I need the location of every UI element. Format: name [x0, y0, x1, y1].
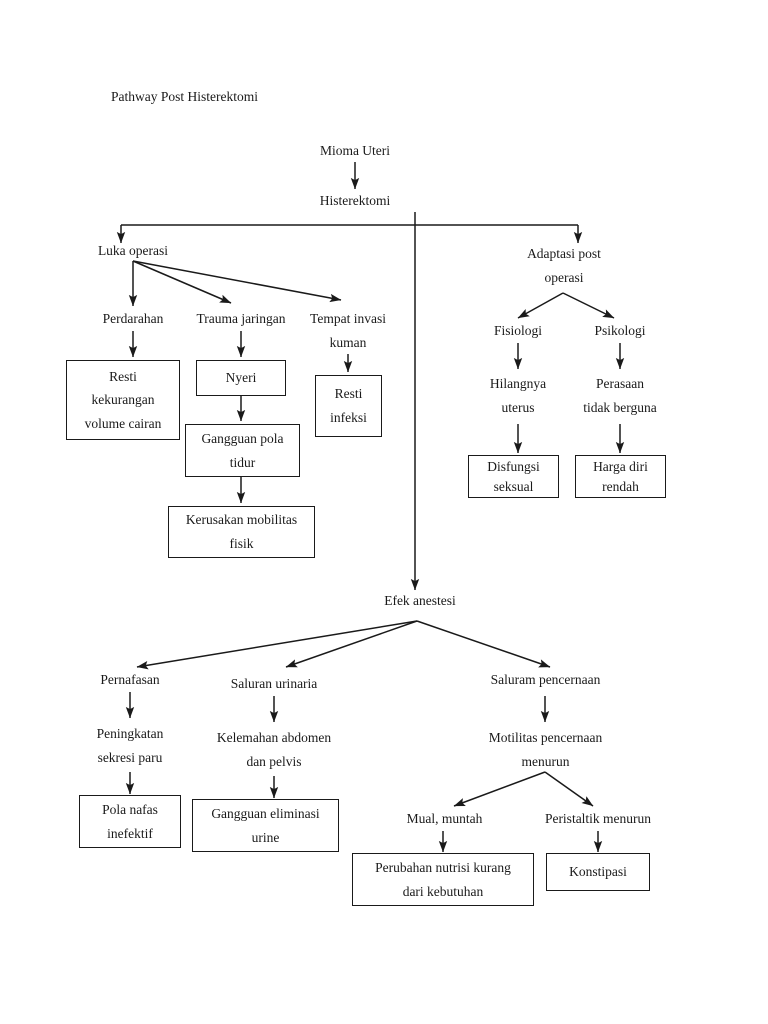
node-luka-operasi: Luka operasi [78, 240, 188, 262]
node-kelemahan-abdomen-dan-pelvis: Kelemahan abdomen dan pelvis [199, 724, 349, 776]
node-label: fisik [229, 536, 254, 551]
node-pola-nafas-inefektif: Pola nafas inefektif [79, 795, 181, 848]
node-label: Kelemahan abdomen [216, 730, 332, 746]
node-label: Histerektomi [319, 193, 391, 209]
node-konstipasi: Konstipasi [546, 853, 650, 891]
node-psikologi: Psikologi [575, 320, 665, 342]
node-perdarahan: Perdarahan [83, 308, 183, 330]
edge-motilitas-mual [453, 771, 546, 807]
node-label: Saluram pencernaan [490, 672, 601, 688]
node-disfungsi-seksual: Disfungsi seksual [468, 455, 559, 498]
node-label: Mioma Uteri [319, 143, 391, 159]
node-label: Perdarahan [102, 311, 164, 327]
node-label: inefektif [107, 825, 153, 841]
node-pernafasan: Pernafasan [80, 669, 180, 691]
node-label: rendah [602, 478, 639, 494]
node-adaptasi-post-operasi: Adaptasi post operasi [508, 240, 620, 292]
node-label: Fisiologi [493, 323, 542, 339]
node-label: Gangguan eliminasi [211, 805, 320, 821]
node-label: Psikologi [594, 323, 646, 339]
node-label: Adaptasi post [527, 246, 601, 262]
edge-efek-pencernaan [416, 620, 551, 668]
node-resti-infeksi: Resti infeksi [315, 375, 382, 437]
node-histerektomi: Histerektomi [300, 190, 410, 212]
node-label: Mual, muntah [406, 811, 483, 827]
node-label: Trauma jaringan [196, 311, 286, 327]
node-label: Efek anestesi [384, 593, 456, 609]
node-harga-diri-rendah: Harga diri rendah [575, 455, 666, 498]
node-label: Peningkatan [96, 726, 164, 742]
node-resti-kekurangan-volume-cairan: Resti kekurangan volume cairan [66, 360, 180, 440]
node-label: Kerusakan mobilitas [185, 512, 298, 528]
node-label: uterus [501, 400, 535, 415]
node-trauma-jaringan: Trauma jaringan [183, 308, 299, 330]
node-label: sekresi paru [97, 750, 163, 765]
node-label: menurun [521, 754, 570, 769]
node-label: Luka operasi [97, 243, 169, 259]
node-label: Resti [109, 368, 137, 384]
node-hilangnya-uterus: Hilangnya uterus [468, 370, 568, 422]
node-label: Disfungsi [487, 459, 540, 475]
node-saluran-urinaria: Saluran urinaria [212, 673, 336, 695]
node-label: Pernafasan [100, 672, 160, 688]
node-label: kekurangan [91, 392, 155, 408]
node-label: Gangguan pola [201, 430, 284, 446]
edge-adaptasi-fisiologi [517, 292, 564, 319]
node-perubahan-nutrisi-kurang-dari-kebutuhan: Perubahan nutrisi kurang dari kebutuhan [352, 853, 534, 906]
edge-adaptasi-psikologi [562, 292, 615, 319]
edge-luka-trauma [132, 260, 232, 304]
node-label: Resti [334, 386, 363, 402]
node-label: kuman [329, 335, 367, 350]
node-label: dari kebutuhan [402, 883, 484, 899]
edge-motilitas-peristaltik [544, 771, 594, 807]
node-mual-muntah: Mual, muntah [393, 808, 496, 830]
node-label: infeksi [330, 410, 367, 425]
node-peristaltik-menurun: Peristaltik menurun [527, 808, 669, 830]
node-label: dan pelvis [246, 754, 302, 769]
page-title: Pathway Post Histerektomi [111, 89, 258, 104]
node-label: Motilitas pencernaan [488, 730, 603, 746]
node-label: Perasaan [596, 376, 644, 392]
node-label: Hilangnya [489, 376, 547, 392]
node-kerusakan-mobilitas-fisik: Kerusakan mobilitas fisik [168, 506, 315, 558]
node-label: Peristaltik menurun [544, 811, 652, 827]
node-gangguan-eliminasi-urine: Gangguan eliminasi urine [192, 799, 339, 852]
node-label: urine [251, 829, 280, 845]
node-efek-anestesi: Efek anestesi [368, 590, 472, 612]
node-saluram-pencernaan: Saluram pencernaan [473, 669, 618, 691]
node-label: Tempat invasi [310, 311, 386, 327]
node-motilitas-pencernaan-menurun: Motilitas pencernaan menurun [473, 724, 618, 776]
node-label: Harga diri [593, 459, 648, 475]
node-perasaan-tidak-berguna: Perasaan tidak berguna [562, 370, 678, 422]
node-label: Pola nafas [102, 801, 158, 817]
node-tempat-invasi-kuman: Tempat invasi kuman [296, 308, 400, 354]
node-nyeri: Nyeri [196, 360, 286, 396]
node-label: tidak berguna [583, 400, 657, 415]
node-gangguan-pola-tidur: Gangguan pola tidur [185, 424, 300, 477]
node-label: Konstipasi [569, 864, 627, 880]
node-peningkatan-sekresi-paru: Peningkatan sekresi paru [80, 720, 180, 772]
node-label: seksual [493, 478, 534, 494]
node-label: Perubahan nutrisi kurang [375, 859, 511, 875]
node-label: tidur [229, 454, 256, 470]
node-label: Saluran urinaria [230, 676, 318, 692]
edge-efek-urinaria [285, 620, 418, 668]
edge-luka-tempat-invasi [132, 260, 342, 303]
node-fisiologi: Fisiologi [473, 320, 563, 342]
node-label: volume cairan [84, 415, 162, 431]
node-label: Nyeri [225, 370, 257, 386]
node-label: operasi [544, 270, 584, 285]
node-mioma-uteri: Mioma Uteri [305, 140, 405, 162]
edge-efek-pernafasan [136, 620, 418, 670]
